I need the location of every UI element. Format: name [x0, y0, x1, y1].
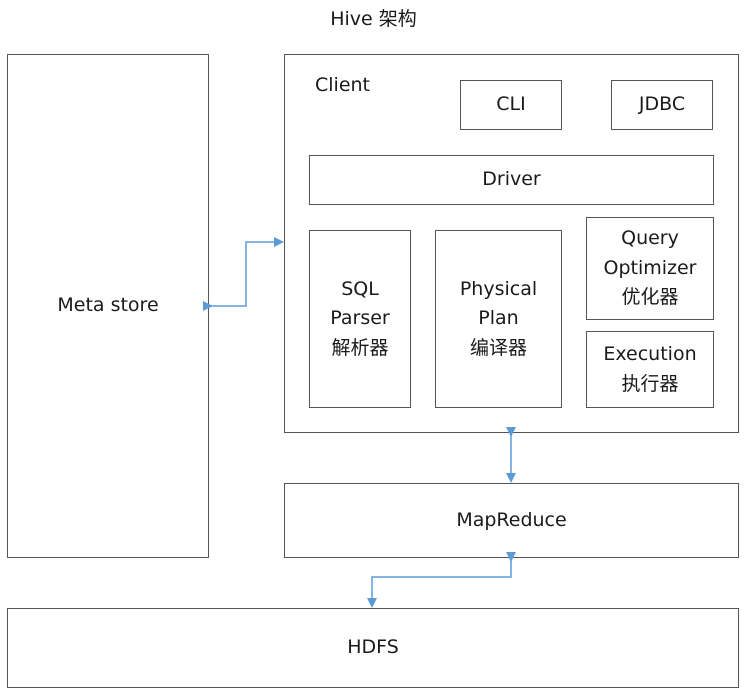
diagram-title: Hive 架构: [330, 8, 417, 30]
sql-parser-box: SQL Parser 解析器: [309, 230, 411, 408]
hdfs-label: HDFS: [347, 636, 399, 659]
metastore-client-arrow: [203, 237, 284, 311]
jdbc-box: JDBC: [611, 80, 713, 130]
execution-box: Execution 执行器: [586, 331, 714, 408]
physical-plan-label: Physical Plan 编译器: [460, 275, 537, 363]
physical-plan-line-1: Physical: [459, 277, 538, 300]
cli-label: CLI: [496, 93, 526, 116]
cli-box: CLI: [460, 80, 562, 130]
metastore-label: Meta store: [57, 294, 159, 317]
physical-plan-line-3: 编译器: [469, 336, 527, 359]
execution-line-1: Execution: [603, 343, 697, 366]
sql-parser-line-3: 解析器: [331, 336, 389, 359]
query-optimizer-label: Query Optimizer 优化器: [603, 224, 696, 312]
jdbc-label: JDBC: [638, 93, 686, 116]
execution-line-2: 执行器: [621, 372, 679, 395]
execution-label: Execution 执行器: [603, 340, 696, 399]
sql-parser-label: SQL Parser 解析器: [330, 275, 389, 363]
query-optimizer-line-3: 优化器: [621, 286, 679, 309]
mapreduce-hdfs-arrow: [367, 552, 516, 608]
sql-parser-line-2: Parser: [330, 307, 390, 330]
mapreduce-label: MapReduce: [456, 508, 567, 531]
query-optimizer-line-2: Optimizer: [603, 256, 697, 279]
query-optimizer-line-1: Query: [621, 227, 679, 250]
physical-plan-box: Physical Plan 编译器: [435, 230, 562, 408]
client-label: Client: [315, 74, 371, 96]
hdfs-box: HDFS: [7, 608, 739, 688]
query-optimizer-box: Query Optimizer 优化器: [586, 217, 714, 320]
sql-parser-line-1: SQL: [341, 277, 379, 300]
driver-label: Driver: [482, 168, 541, 191]
physical-plan-line-2: Plan: [478, 307, 519, 330]
driver-box: Driver: [309, 155, 714, 205]
